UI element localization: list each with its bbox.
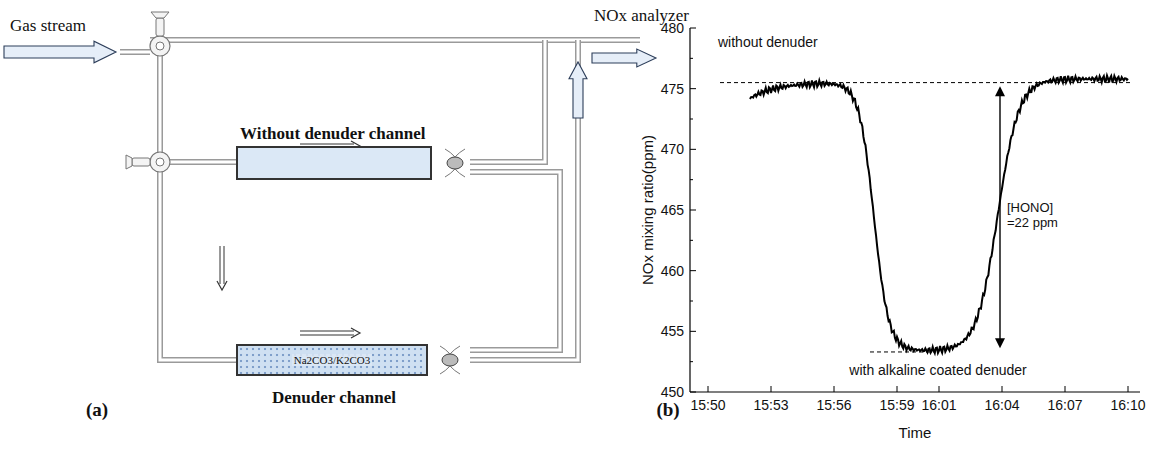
axis-title: NOx mixing ratio(ppm) — [639, 135, 656, 285]
tick — [834, 386, 835, 392]
tick-label: 455 — [661, 323, 684, 339]
x-axis — [690, 391, 1140, 392]
tick-label: 450 — [661, 384, 684, 400]
valve — [440, 346, 460, 374]
tick — [939, 386, 940, 392]
tick — [771, 386, 772, 392]
tick — [690, 58, 693, 59]
tick-label: 470 — [661, 141, 684, 157]
axis-title: Time — [899, 424, 932, 441]
tick-label: 15:53 — [753, 397, 788, 413]
pipe — [470, 40, 545, 162]
flow-arrow — [4, 41, 116, 63]
flow-arrow — [217, 246, 227, 290]
tick-label: 465 — [661, 202, 684, 218]
tick — [1128, 386, 1129, 392]
tick — [690, 210, 696, 211]
pipe — [160, 215, 236, 360]
channel-label: Without denuder channel — [240, 124, 425, 144]
tick-label: 16:04 — [984, 397, 1019, 413]
pipe — [168, 159, 236, 165]
tick — [690, 392, 696, 393]
flow-arrow — [592, 49, 656, 67]
tick-label: 480 — [661, 20, 684, 36]
tick-label: 16:07 — [1047, 397, 1082, 413]
coating-label: Na2CO3/K2CO3 — [292, 354, 372, 366]
tick — [690, 149, 696, 150]
pipe-bore — [150, 39, 640, 42]
tick — [690, 270, 696, 271]
pipe — [470, 40, 578, 360]
tick — [1065, 386, 1066, 392]
reference-line — [720, 82, 1130, 83]
flow-label: Gas stream — [10, 16, 86, 36]
panel-label: (b) — [656, 399, 679, 421]
pipe-bore — [470, 172, 560, 350]
tick-label: 15:50 — [690, 397, 725, 413]
tick — [690, 88, 696, 89]
channel-tube: Without denuder channel — [236, 146, 432, 180]
pipe-bore — [159, 55, 162, 215]
tick-label: 16:10 — [1110, 397, 1145, 413]
pipe — [150, 37, 640, 43]
arrow-head — [995, 338, 1005, 348]
annotation: [HONO] =22 ppm — [1007, 201, 1073, 231]
pipe-bore — [120, 51, 150, 54]
tick — [897, 386, 898, 392]
tick — [690, 331, 696, 332]
tick — [690, 361, 693, 362]
dimension-arrow — [999, 94, 1000, 340]
tick — [1002, 386, 1003, 392]
flow-arrow — [569, 62, 587, 118]
flow-arrow — [300, 328, 360, 338]
pipe — [470, 172, 560, 350]
arrow-head — [995, 86, 1005, 96]
pipe — [120, 49, 150, 55]
tick — [690, 240, 693, 241]
annotation: without denuder — [718, 34, 818, 50]
tick-label: 475 — [661, 81, 684, 97]
pipe — [157, 55, 163, 215]
tick-label: 16:01 — [921, 397, 956, 413]
tick — [708, 386, 709, 392]
pipe-bore — [470, 40, 545, 162]
tick-label: 460 — [661, 263, 684, 279]
tick — [690, 301, 693, 302]
stopcock — [150, 12, 170, 56]
pipe-bore — [160, 215, 236, 360]
denuder-tube: Na2CO3/K2CO3Denuder channel — [236, 344, 428, 376]
tick — [690, 179, 693, 180]
annotation: with alkaline coated denuder — [849, 362, 1026, 378]
valve — [445, 149, 465, 177]
channel-label: Denuder channel — [272, 388, 396, 408]
data-curve — [750, 76, 1128, 354]
pipe-bore — [470, 40, 578, 360]
tick-label: 15:59 — [879, 397, 914, 413]
panel-label: (a) — [86, 399, 108, 421]
reference-line — [870, 351, 935, 352]
stopcock — [126, 152, 170, 172]
tick — [690, 28, 696, 29]
tick-label: 15:56 — [816, 397, 851, 413]
pipe-bore — [168, 161, 236, 164]
tick — [690, 119, 693, 120]
